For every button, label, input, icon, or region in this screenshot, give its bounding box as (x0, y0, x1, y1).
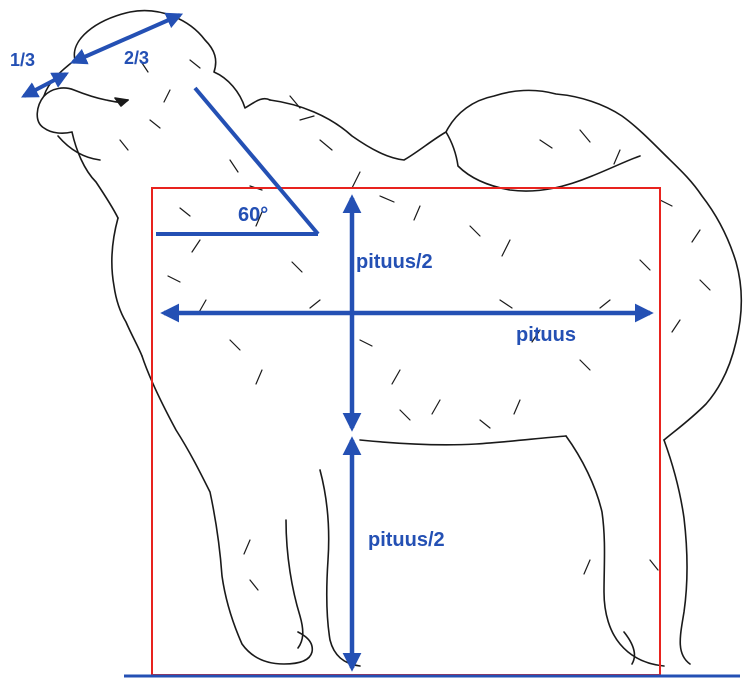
lower-half-label: pituus/2 (368, 529, 445, 551)
shoulder-angle-line (193, 86, 320, 236)
dog-outline-illustration (36, 9, 743, 667)
upper-half-label: pituus/2 (356, 251, 433, 273)
head-back-label: 2/3 (124, 48, 149, 68)
head-front-label: 1/3 (10, 50, 35, 70)
head-back-arrow (69, 12, 184, 65)
head-front-arrow (21, 72, 69, 98)
angle-label: 60° (238, 204, 268, 226)
length-label: pituus (516, 324, 576, 346)
